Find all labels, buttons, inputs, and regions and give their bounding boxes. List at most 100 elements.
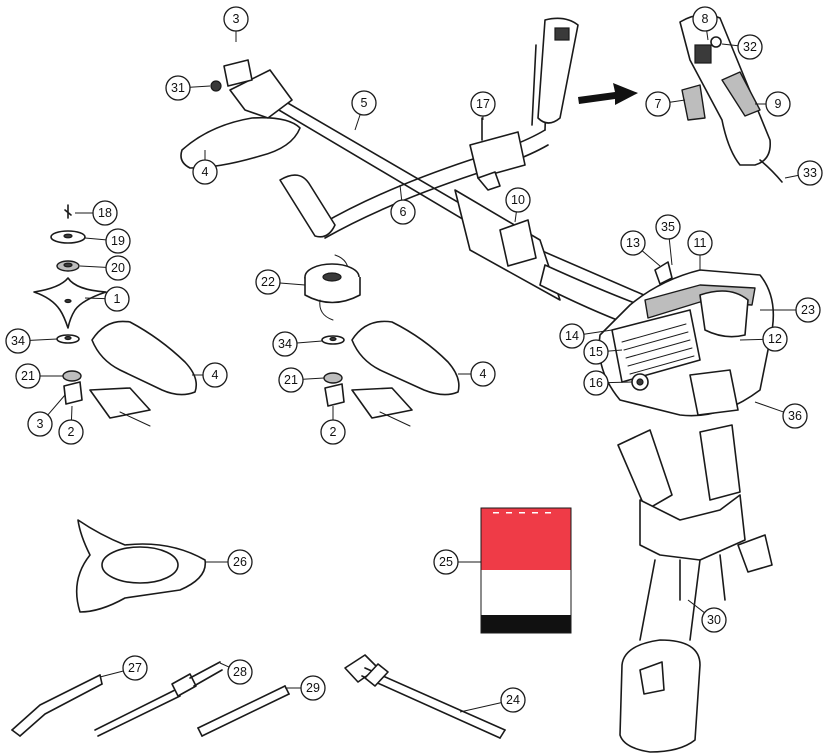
harness-plate [75, 519, 207, 613]
callout-c11: 11 [687, 230, 713, 270]
callout-circle [58, 419, 84, 445]
callout-number: 1 [114, 292, 121, 306]
callout-c22: 22 [255, 269, 306, 295]
callout-circle [737, 34, 763, 60]
callout-number: 33 [803, 166, 817, 180]
callout-number: 35 [661, 220, 675, 234]
callout-circle [500, 687, 526, 713]
callout-c10: 10 [505, 187, 531, 223]
callout-circle [351, 90, 377, 116]
callout-c8: 8 [692, 6, 718, 41]
callout-c17: 17 [470, 91, 496, 120]
callout-c27: 27 [99, 655, 148, 681]
engine-cooling-fins [621, 323, 695, 375]
callout-number: 26 [233, 555, 247, 569]
callout-c21b: 21 [278, 367, 325, 393]
callout-c9: 9 [755, 91, 791, 117]
callout-c23: 23 [760, 297, 821, 323]
callout-number: 20 [111, 261, 125, 275]
callout-leader-line [79, 265, 107, 268]
callout-circle [105, 228, 131, 254]
callout-leader-line [669, 99, 686, 103]
callout-number: 32 [743, 40, 757, 54]
callout-c14: 14 [559, 323, 613, 349]
callout-number: 16 [589, 376, 603, 390]
callout-number: 23 [801, 303, 815, 317]
callout-circle [782, 403, 808, 429]
callout-circle [255, 269, 281, 295]
callout-number: 22 [261, 275, 275, 289]
callout-circle [687, 230, 713, 256]
callout-number: 4 [480, 367, 487, 381]
callout-c34a: 34 [5, 328, 58, 354]
callout-leader-line [706, 30, 709, 41]
callout-number: 15 [589, 345, 603, 359]
callout-circle [797, 160, 823, 186]
callout-number: 3 [233, 12, 240, 26]
callout-number: 24 [506, 693, 520, 707]
callout-circle [122, 655, 148, 681]
callout-leader-line [354, 114, 361, 131]
callout-c13: 13 [620, 230, 661, 267]
callout-number: 30 [707, 613, 721, 627]
callout-number: 17 [476, 97, 490, 111]
callout-number: 2 [68, 425, 75, 439]
callout-circle [192, 159, 218, 185]
callout-circle [223, 6, 249, 32]
callout-c2a: 2 [58, 405, 84, 445]
callout-leader-line [754, 401, 784, 413]
trimmer-head-kit [304, 254, 460, 427]
callout-number: 7 [655, 97, 662, 111]
callout-c20: 20 [79, 255, 131, 281]
callout-circle [795, 297, 821, 323]
callout-circle [92, 200, 118, 226]
callout-c32: 32 [721, 34, 763, 60]
locking-pin-tool [94, 661, 223, 737]
callout-c29: 29 [285, 675, 326, 701]
callout-c4b: 4 [192, 362, 228, 388]
callout-number: 11 [694, 236, 707, 250]
callout-c16: 16 [583, 370, 633, 396]
callout-circle [278, 367, 304, 393]
callout-leader-line [99, 670, 124, 678]
callout-circle [227, 549, 253, 575]
callout-number: 34 [278, 337, 292, 351]
callout-circle [202, 362, 228, 388]
callout-leader-line [739, 338, 764, 341]
callout-leader-line [784, 174, 799, 179]
callout-leader-line [583, 329, 613, 335]
callout-number: 29 [306, 681, 320, 695]
callout-leader-line [189, 85, 211, 88]
callout-leader-line [459, 702, 502, 713]
callout-leader-line [641, 250, 661, 267]
callout-circle [655, 214, 681, 240]
callout-number: 9 [775, 97, 782, 111]
callout-c3a: 3 [223, 6, 249, 42]
callout-leader-line [607, 381, 633, 384]
callout-c4c: 4 [458, 361, 496, 387]
callout-number: 3 [37, 417, 44, 431]
callout-circle [559, 323, 585, 349]
callout-leader-line [607, 349, 623, 352]
callout-c5: 5 [351, 90, 377, 131]
callout-leader-line [721, 43, 739, 47]
callout-c26: 26 [205, 549, 253, 575]
callout-leader-line [668, 238, 673, 266]
rod-tool [197, 685, 290, 737]
callout-number: 8 [702, 12, 709, 26]
callout-leader-line [84, 297, 106, 300]
callout-circle [583, 370, 609, 396]
callout-circle [505, 187, 531, 213]
callout-c7: 7 [645, 91, 686, 117]
callout-c24: 24 [459, 687, 526, 713]
hex-key-tool [11, 674, 103, 737]
callout-number: 36 [788, 409, 802, 423]
callout-number: 6 [400, 205, 407, 219]
callout-leader-line [84, 237, 107, 241]
callout-leader-line [687, 599, 705, 614]
callout-c15: 15 [583, 339, 623, 365]
callout-circle [105, 255, 131, 281]
callout-number: 31 [171, 81, 185, 95]
